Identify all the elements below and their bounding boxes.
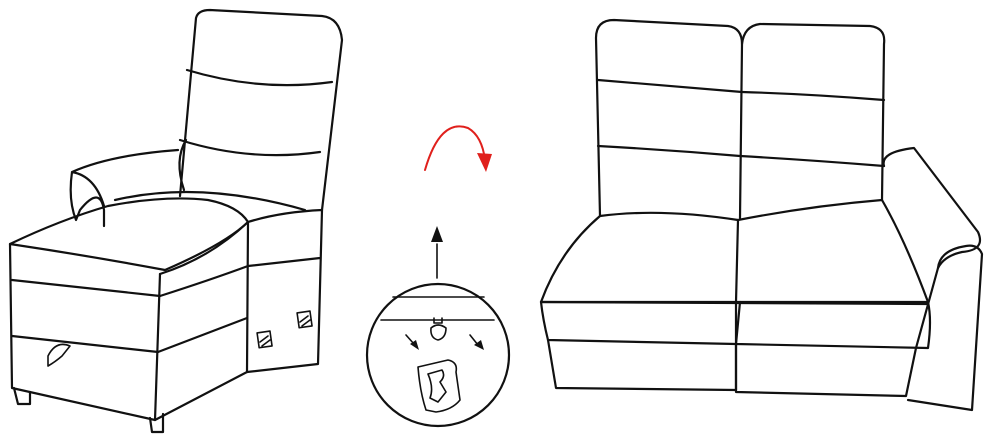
detail-circle xyxy=(365,282,511,428)
right-armrest xyxy=(882,146,982,350)
connector-detail-magnifier xyxy=(365,282,511,428)
backrest-seam-lower xyxy=(178,138,322,157)
back-seam-right-lower xyxy=(738,154,886,168)
seat-front-upper-right xyxy=(734,300,932,350)
detail-arrow-right xyxy=(469,334,484,350)
back-seam-left-upper xyxy=(596,78,744,94)
detail-bracket-slot xyxy=(427,369,447,403)
rotation-instruction xyxy=(424,125,492,172)
curved-rotate-arrowhead xyxy=(477,153,492,172)
backrest-seam-upper xyxy=(185,68,334,87)
loveseat-section xyxy=(539,18,984,412)
back-seam-right-upper xyxy=(740,90,886,102)
recliner-foot-front xyxy=(148,412,165,434)
detail-arrow-left xyxy=(405,334,419,350)
back-cushion-right xyxy=(740,22,886,202)
seat-cushion-left xyxy=(539,211,740,304)
footrest-side-seam xyxy=(156,264,250,354)
detail-hook xyxy=(430,317,447,341)
recliner-seat-unit xyxy=(8,8,344,434)
seat-front-upper xyxy=(539,300,742,346)
seat-cushion-top xyxy=(8,197,250,272)
curved-rotate-arrow-icon xyxy=(424,125,486,171)
footrest-seam-1 xyxy=(10,278,162,298)
recliner-pull-handle xyxy=(47,343,71,367)
left-armrest xyxy=(69,148,180,228)
right-armrest-front xyxy=(906,244,984,412)
seat-front-divider xyxy=(539,300,930,306)
base-left xyxy=(546,338,738,392)
recliner-foot-left xyxy=(12,386,32,406)
recliner-backrest xyxy=(178,8,344,212)
backrest-left-bulge xyxy=(178,138,188,192)
detail-bracket-plate xyxy=(417,359,461,413)
back-cushion-left xyxy=(594,18,744,220)
footrest-front xyxy=(8,242,162,422)
connector-bracket-left xyxy=(256,330,273,349)
back-seam-left-lower xyxy=(596,144,742,158)
up-arrow-icon xyxy=(431,226,443,279)
seat-back-edge xyxy=(113,190,307,212)
base-right xyxy=(734,342,918,398)
side-console xyxy=(245,208,324,374)
footrest-seam-2 xyxy=(10,334,160,354)
seat-cushion-right xyxy=(734,198,930,304)
connector-bracket-right xyxy=(296,310,313,329)
